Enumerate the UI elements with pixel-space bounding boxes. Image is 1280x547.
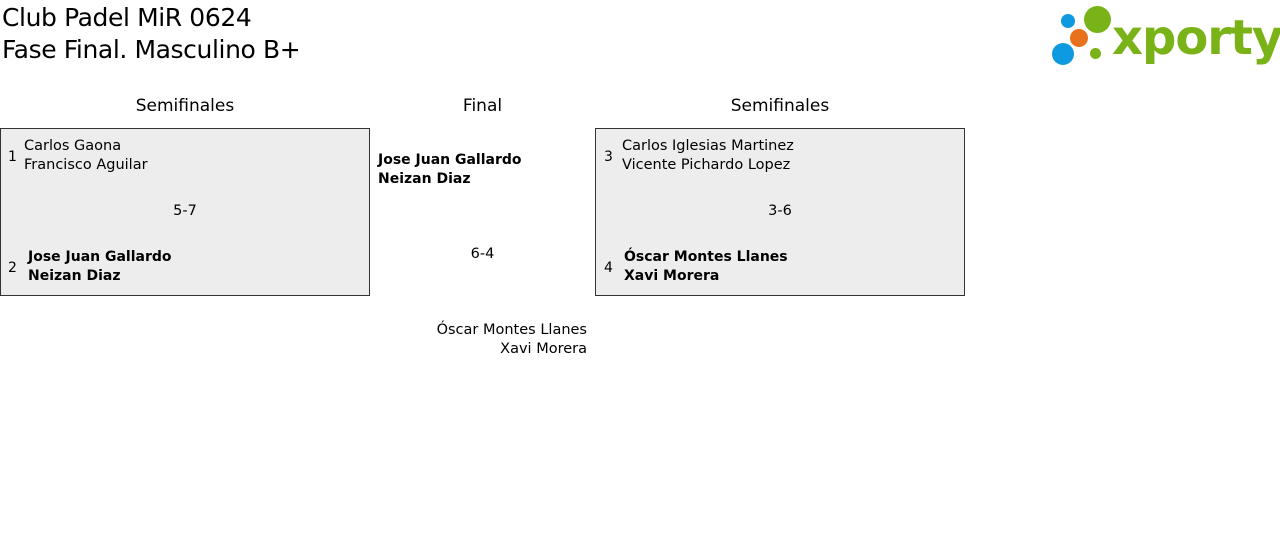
- player-name: Xavi Morera: [624, 268, 720, 284]
- player-name: Carlos Gaona: [24, 138, 122, 154]
- team-pair: Carlos Gaona Francisco Aguilar: [24, 137, 148, 175]
- player-name: Francisco Aguilar: [24, 157, 148, 173]
- semifinal-left-match: 1 Carlos Gaona Francisco Aguilar 5-7 2 J…: [0, 128, 370, 296]
- team-seed: 1: [8, 149, 17, 165]
- logo-dot: [1090, 48, 1101, 59]
- player-name: Óscar Montes Llanes: [624, 249, 788, 265]
- logo-dot: [1070, 29, 1088, 47]
- column-heading-semifinal-left: Semifinales: [135, 96, 235, 116]
- team-pair: Carlos Iglesias Martinez Vicente Pichard…: [622, 137, 794, 175]
- player-name: Jose Juan Gallardo: [378, 152, 522, 168]
- semifinal-right-match: 3 Carlos Iglesias Martinez Vicente Picha…: [595, 128, 965, 296]
- column-heading-final: Final: [462, 96, 503, 116]
- team-seed: 2: [8, 260, 17, 276]
- player-name: Jose Juan Gallardo: [28, 249, 172, 265]
- team-seed: 3: [604, 149, 613, 165]
- final-runner-up-pair: Óscar Montes Llanes Xavi Morera: [380, 321, 587, 359]
- match-score: 3-6: [768, 203, 792, 219]
- page-title: Club Padel MiR 0624: [2, 3, 252, 32]
- page-subtitle: Fase Final. Masculino B+: [2, 35, 301, 64]
- logo-dot: [1061, 14, 1075, 28]
- player-name: Óscar Montes Llanes: [436, 322, 587, 338]
- player-name: Neizan Diaz: [28, 268, 121, 284]
- final-winner-pair: Jose Juan Gallardo Neizan Diaz: [378, 151, 522, 189]
- player-name: Vicente Pichardo Lopez: [622, 157, 791, 173]
- logo-wordmark: xporty: [1112, 10, 1280, 66]
- player-name: Xavi Morera: [500, 341, 587, 357]
- team-pair-winner: Jose Juan Gallardo Neizan Diaz: [28, 248, 172, 286]
- logo-dot: [1052, 43, 1074, 65]
- final-score: 6-4: [470, 246, 495, 262]
- logo-dot: [1084, 6, 1111, 33]
- team-pair-winner: Óscar Montes Llanes Xavi Morera: [624, 248, 788, 286]
- column-heading-semifinal-right: Semifinales: [730, 96, 830, 116]
- player-name: Carlos Iglesias Martinez: [622, 138, 794, 154]
- team-seed: 4: [604, 260, 613, 276]
- player-name: Neizan Diaz: [378, 171, 471, 187]
- xporty-logo: xporty: [1050, 4, 1280, 68]
- match-score: 5-7: [173, 203, 197, 219]
